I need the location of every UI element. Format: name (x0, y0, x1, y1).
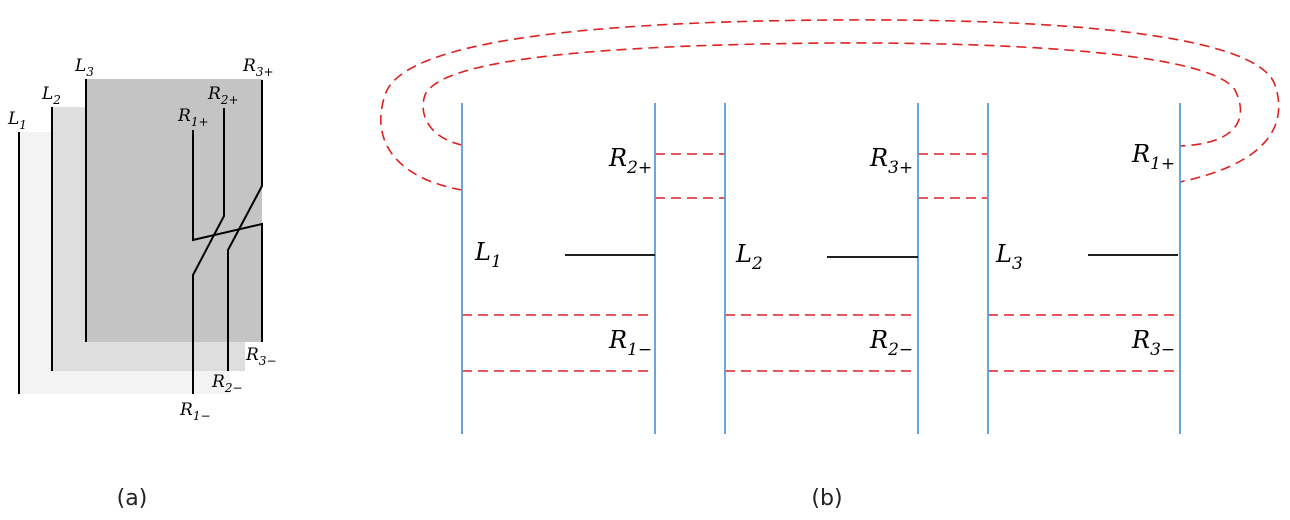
panel-b: L1 L2 L3 R2+ R3+ R1+ R1− R2− R3− (380, 19, 1280, 434)
label-a-r3m: R3− (245, 345, 277, 368)
label-a-l2: L2 (41, 84, 61, 107)
label-a-r1m: R1− (179, 400, 211, 423)
label-a-l3: L3 (74, 56, 94, 79)
label-b-l3: L3 (995, 240, 1023, 274)
label-b-r3p: R3+ (869, 144, 913, 178)
label-b-r3m: R3− (1131, 326, 1175, 360)
loop-inner (422, 42, 1242, 147)
label-b-l2: L2 (735, 240, 763, 274)
caption-b: (b) (811, 486, 842, 511)
label-a-r3p: R3+ (242, 56, 274, 79)
label-b-l1: L1 (474, 238, 502, 272)
cut-r3 (227, 80, 263, 371)
label-b-r2p: R2+ (608, 144, 652, 178)
caption-a: (a) (117, 486, 148, 511)
label-a-r2m: R2− (211, 372, 243, 395)
label-b-r2m: R2− (869, 326, 913, 360)
label-a-r2p: R2+ (207, 84, 239, 107)
label-b-r1p: R1+ (1131, 140, 1175, 174)
loop-outer (380, 19, 1280, 191)
label-a-l1: L1 (7, 109, 27, 132)
label-b-r1m: R1− (608, 326, 652, 360)
sheet-l3 (86, 79, 262, 342)
label-a-r1p: R1+ (177, 106, 209, 129)
cut-r1 (192, 130, 263, 342)
cut-r2 (192, 108, 225, 394)
panel-a: L1 L2 L3 R1+ R2+ R3+ R3− R2− R1− (7, 56, 277, 423)
